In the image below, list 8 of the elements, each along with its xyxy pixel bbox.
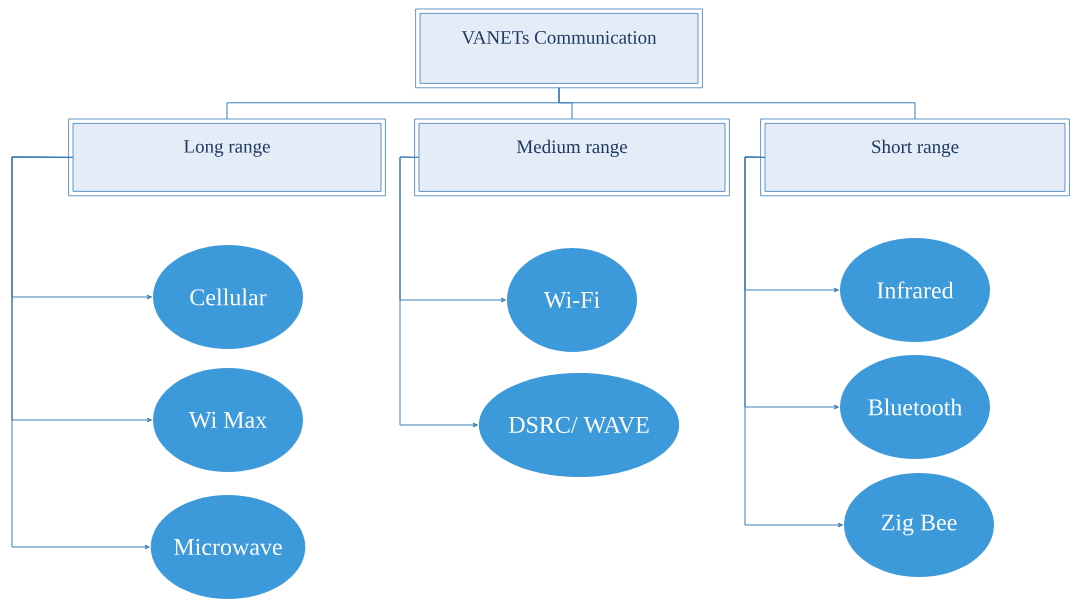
arrow (11, 156, 150, 550)
category-box: Short range (760, 118, 1070, 197)
category-box: Long range (68, 118, 386, 197)
title-box: VANETs Communication (415, 8, 703, 89)
connector-line (558, 87, 916, 120)
arrow (744, 156, 844, 528)
category-box: Medium range (414, 118, 730, 197)
arrow (399, 156, 478, 428)
